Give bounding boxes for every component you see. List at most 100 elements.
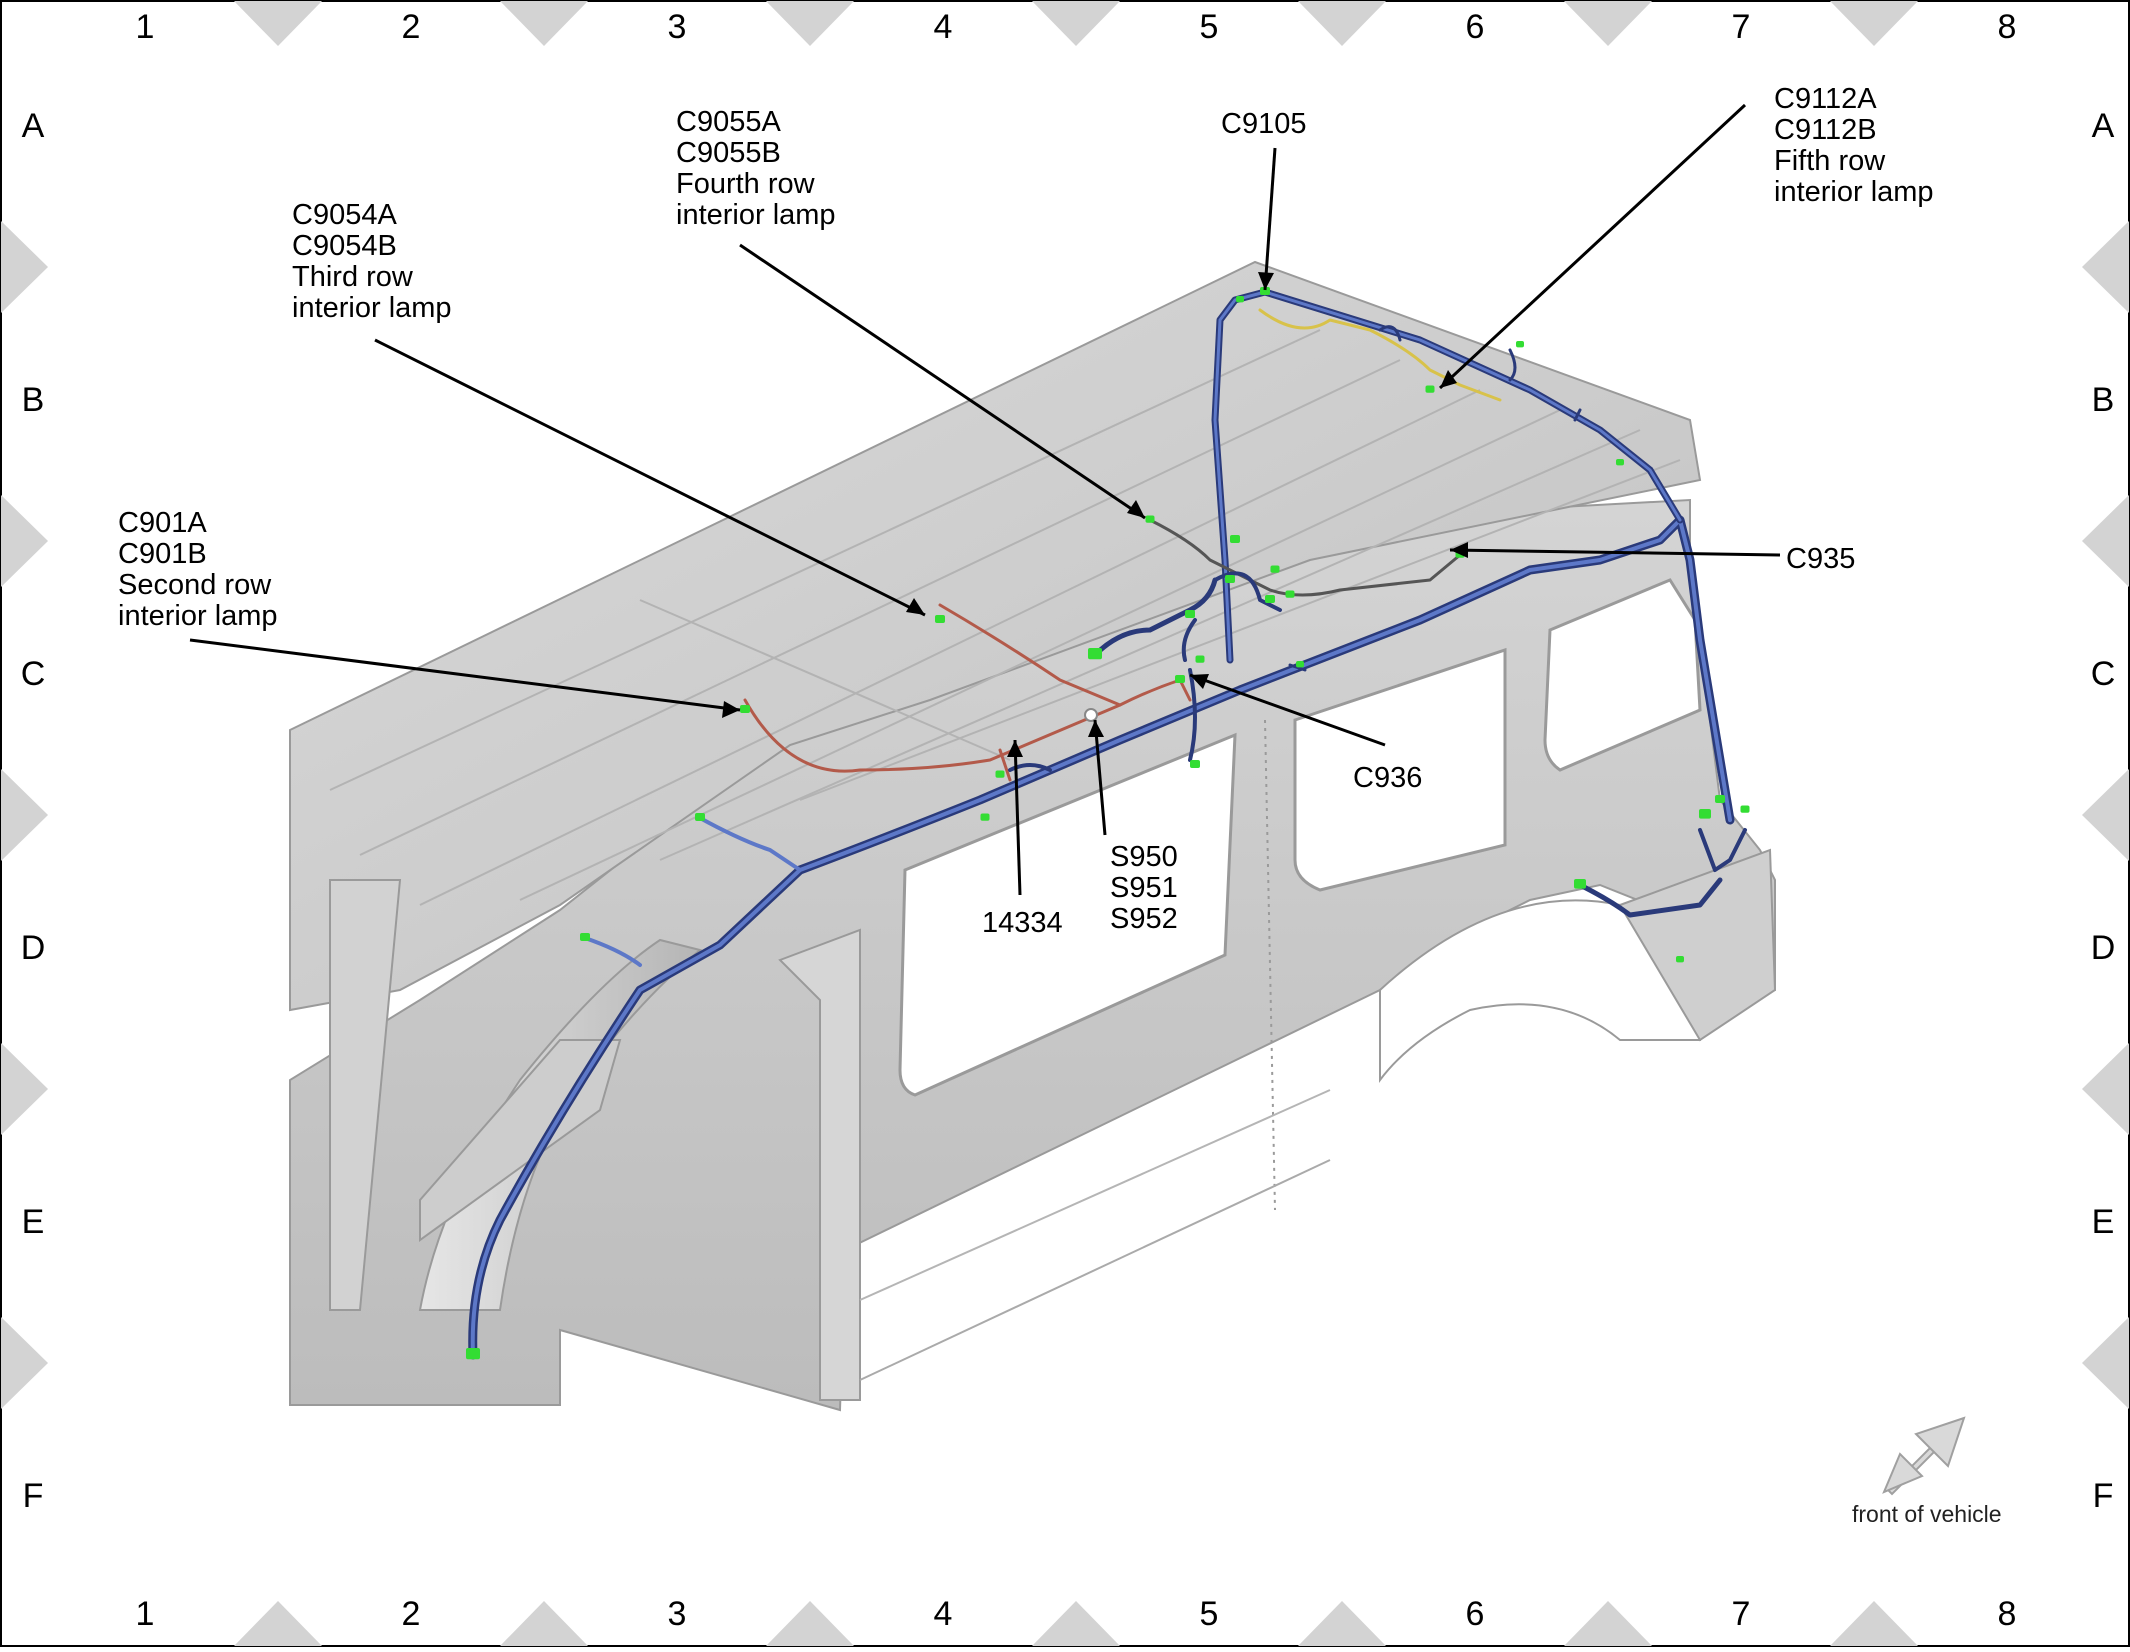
connector xyxy=(1145,515,1155,523)
connector xyxy=(1715,795,1725,803)
grid-marker-top xyxy=(1830,1,1918,46)
grid-marker-bottom xyxy=(500,1601,588,1646)
row-label-right: C xyxy=(2091,655,2116,693)
vehicle-body xyxy=(289,260,1777,1412)
row-label-left: F xyxy=(23,1477,44,1515)
column-label-bottom: 7 xyxy=(1732,1595,1751,1633)
callout-c9055-line: C9055A xyxy=(676,106,781,138)
door-seam xyxy=(1264,719,1276,1211)
column-label-bottom: 6 xyxy=(1466,1595,1485,1633)
connector xyxy=(980,813,990,821)
front-arrow-icon xyxy=(1882,1416,1966,1496)
grid-marker-top xyxy=(1298,1,1386,46)
column-label-top: 6 xyxy=(1466,8,1485,46)
callout-c901-line: interior lamp xyxy=(118,600,278,632)
callout-c9054-line: C9054B xyxy=(292,230,397,262)
body-crease xyxy=(859,1159,1331,1381)
column-label-bottom: 1 xyxy=(136,1595,155,1633)
callout-c935: C935 xyxy=(1786,543,1855,575)
grid-marker-top xyxy=(1564,1,1652,46)
red-branch-c901 xyxy=(743,678,1182,773)
column-label-bottom: 2 xyxy=(402,1595,421,1633)
connector xyxy=(1574,879,1586,889)
row-label-left: A xyxy=(22,107,45,145)
callout-c9112-line: C9112A xyxy=(1774,83,1877,115)
grid-marker-bottom xyxy=(1298,1601,1386,1646)
grid-marker-right xyxy=(2082,1317,2129,1409)
connector xyxy=(580,933,590,941)
column-label-bottom: 4 xyxy=(934,1595,953,1633)
connector xyxy=(995,770,1005,778)
connector xyxy=(1260,287,1270,295)
grid-marker-left xyxy=(1,769,48,861)
connector xyxy=(1236,296,1244,303)
row-label-left: E xyxy=(22,1203,45,1241)
connector xyxy=(695,813,705,821)
grid-marker-left xyxy=(1,1317,48,1409)
column-label-bottom: 5 xyxy=(1200,1595,1219,1633)
connector xyxy=(1185,610,1195,618)
row-label-right: E xyxy=(2092,1203,2115,1241)
callout-c901-line: Second row xyxy=(118,569,272,601)
callout-c936: C936 xyxy=(1353,762,1422,794)
column-label-bottom: 8 xyxy=(1998,1595,2017,1633)
body-crease-2 xyxy=(859,1089,1331,1301)
column-label-top: 5 xyxy=(1200,8,1219,46)
splice-marker xyxy=(1084,708,1098,722)
connector xyxy=(1296,661,1304,668)
front-frame xyxy=(329,879,402,1311)
grid-marker-right xyxy=(2082,495,2129,587)
yellow-branch xyxy=(1258,308,1502,402)
connector xyxy=(1676,956,1684,963)
column-label-top: 2 xyxy=(402,8,421,46)
callout-c9112: C9112A C9112B Fifth row interior lamp xyxy=(1774,83,1934,208)
connector xyxy=(740,705,750,713)
c9055-branch xyxy=(1148,518,1462,597)
grid-marker-left xyxy=(1,221,48,313)
grid-marker-bottom xyxy=(766,1601,854,1646)
connector xyxy=(1425,385,1435,393)
row-label-right: B xyxy=(2092,381,2115,419)
grid-marker-right xyxy=(2082,1043,2129,1135)
b-pillar xyxy=(778,928,861,1401)
front-of-vehicle-label: front of vehicle xyxy=(1852,1501,2002,1527)
callout-c9112-line: C9112B xyxy=(1774,114,1877,146)
leader-arrowheads xyxy=(722,272,1468,757)
connector xyxy=(1175,675,1185,683)
leader-lines xyxy=(189,103,1781,896)
grid-marker-top xyxy=(500,1,588,46)
column-label-top: 1 xyxy=(136,8,155,46)
row-label-left: B xyxy=(22,381,45,419)
connector xyxy=(1195,655,1205,663)
connector xyxy=(1190,760,1200,768)
roof-ribs xyxy=(329,329,1681,906)
grid-marker-bottom xyxy=(1564,1601,1652,1646)
column-label-top: 3 xyxy=(668,8,687,46)
grid-marker-left xyxy=(1,1043,48,1135)
row-label-left: C xyxy=(21,655,46,693)
window-rear-side xyxy=(1293,647,1507,892)
connector xyxy=(1740,805,1750,813)
callout-splice-line: S952 xyxy=(1110,903,1178,935)
connector xyxy=(1230,535,1240,543)
grid-marker-top xyxy=(234,1,322,46)
callout-splice-line: S951 xyxy=(1110,872,1178,904)
grid-marker-left xyxy=(1,495,48,587)
row-label-left: D xyxy=(21,929,46,967)
connector xyxy=(935,615,945,623)
callout-c9055-line: Fourth row xyxy=(676,168,816,200)
connector xyxy=(1088,648,1102,660)
grid-marker-top xyxy=(1032,1,1120,46)
callout-c9054: C9054A C9054B Third row interior lamp xyxy=(292,199,452,324)
callout-c9055-line: interior lamp xyxy=(676,199,836,231)
grid-marker-bottom xyxy=(1830,1601,1918,1646)
grid-marker-bottom xyxy=(1032,1601,1120,1646)
column-label-top: 8 xyxy=(1998,8,2017,46)
column-label-top: 7 xyxy=(1732,8,1751,46)
callout-harness-14334: 14334 xyxy=(982,907,1063,939)
connector xyxy=(1270,565,1280,573)
window-rear xyxy=(1543,578,1702,772)
